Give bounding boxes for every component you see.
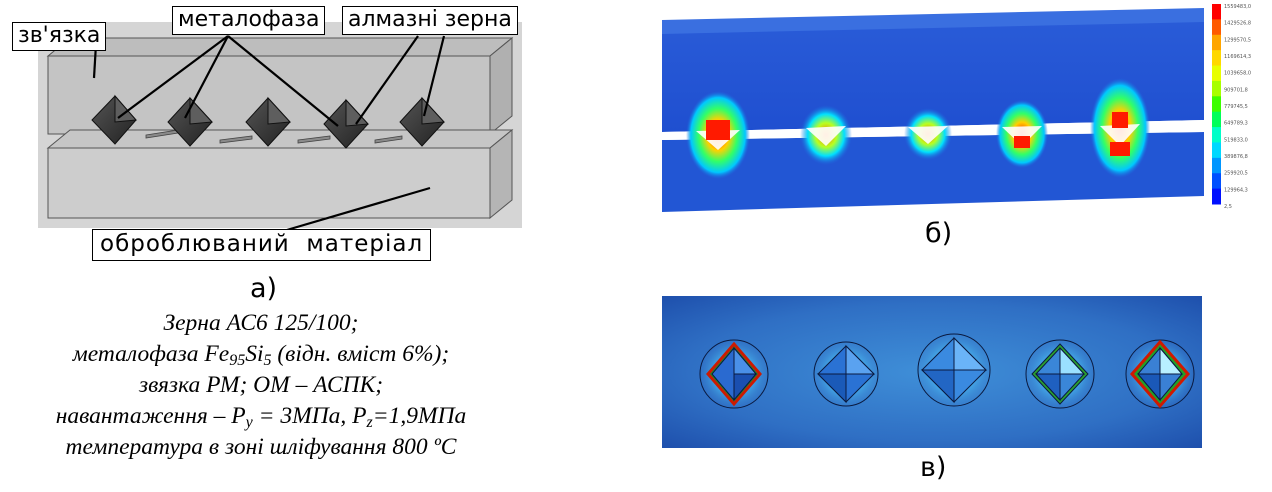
grain-top-view (1025, 339, 1095, 409)
legend-swatch (1212, 173, 1221, 190)
diamond-grains-label: алмазні зерна (342, 6, 518, 35)
legend-labels: 1559483,0 1429526,8 1299570,5 1169614,3 1039… (1224, 4, 1251, 210)
legend-swatch (1212, 188, 1221, 205)
legend-swatch (1212, 111, 1221, 128)
legend-swatch (1212, 4, 1221, 20)
panel-a-schematic: зв'язка металофаза алмазні зерна оброблю… (0, 6, 522, 463)
legend-tick-label: 2,5 (1224, 204, 1232, 210)
legend-tick-label: 1299570,5 (1224, 37, 1251, 43)
workpiece-region (662, 132, 1204, 212)
legend-tick-label: 1169614,3 (1224, 54, 1251, 60)
legend-tick-label: 389876,8 (1224, 154, 1248, 160)
diamond-grain (167, 96, 214, 147)
legend-swatch (1212, 50, 1221, 67)
legend-colorbar (1212, 4, 1221, 205)
binder-bar (46, 36, 514, 136)
grain-top-view (699, 339, 769, 409)
diamond-grain (245, 96, 292, 147)
legend-swatch (1212, 19, 1221, 36)
binder-region (662, 14, 1204, 132)
workpiece-bar (46, 128, 514, 220)
legend-swatch (1212, 96, 1221, 113)
caption-line: звязка РМ; ОМ – АСПК; (138, 372, 384, 398)
legend-swatch (1212, 80, 1221, 97)
caption-line: навантаження – Py = 3МПа, Pz=1,9МПа (55, 403, 467, 431)
grain-top-view (1125, 339, 1195, 409)
legend-swatch (1212, 127, 1221, 143)
legend-tick-label: 779745,5 (1224, 104, 1248, 110)
caption-line: температура в зоні шліфування 800 ºС (65, 434, 457, 460)
diamond-grains (91, 94, 446, 149)
subfigure-letter-a: а) (250, 273, 278, 304)
diamond-grain (323, 98, 370, 149)
legend-tick-label: 519833,0 (1224, 137, 1248, 143)
grain-top-views (699, 333, 1195, 409)
legend-swatch (1212, 65, 1221, 82)
legend-swatch (1212, 157, 1221, 174)
grain-top-view (813, 341, 879, 407)
binder-label: зв'язка (12, 22, 107, 51)
caption-line: Зерна АС6 125/100; (163, 310, 359, 336)
legend-swatch (1212, 142, 1221, 159)
leader-lines (92, 35, 446, 234)
metal-phase-label: металофаза (172, 6, 326, 35)
legend-tick-label: 129964,3 (1224, 187, 1248, 193)
subfigure-letter-c: в) (920, 452, 947, 483)
workpiece-label: оброблюваний матеріал (92, 229, 432, 261)
caption-line: металофаза Fe95Si5 (відн. вміст 6%); (72, 341, 450, 369)
panel-c-top-view (662, 296, 1202, 448)
metal-phase-strips (145, 129, 403, 144)
wheel-workpiece-schematic (46, 35, 514, 234)
legend-tick-label: 259920,5 (1224, 171, 1248, 177)
legend-swatch (1212, 34, 1221, 51)
legend-tick-label: 1039658,0 (1224, 71, 1251, 77)
legend-tick-label: 909701,8 (1224, 87, 1248, 93)
legend-tick-label: 1559483,0 (1224, 4, 1251, 10)
panel-b-stress-field: 1559483,0 1429526,8 1299570,5 1169614,3 1039… (662, 4, 1251, 212)
legend-tick-label: 649789,3 (1224, 121, 1248, 127)
subfigure-letter-b: б) (925, 218, 953, 249)
simulation-parameters-caption: Зерна АС6 125/100; металофаза Fe95Si5 (в… (0, 308, 522, 463)
grain-top-view (917, 333, 991, 407)
legend-tick-label: 1429526,8 (1224, 21, 1251, 27)
